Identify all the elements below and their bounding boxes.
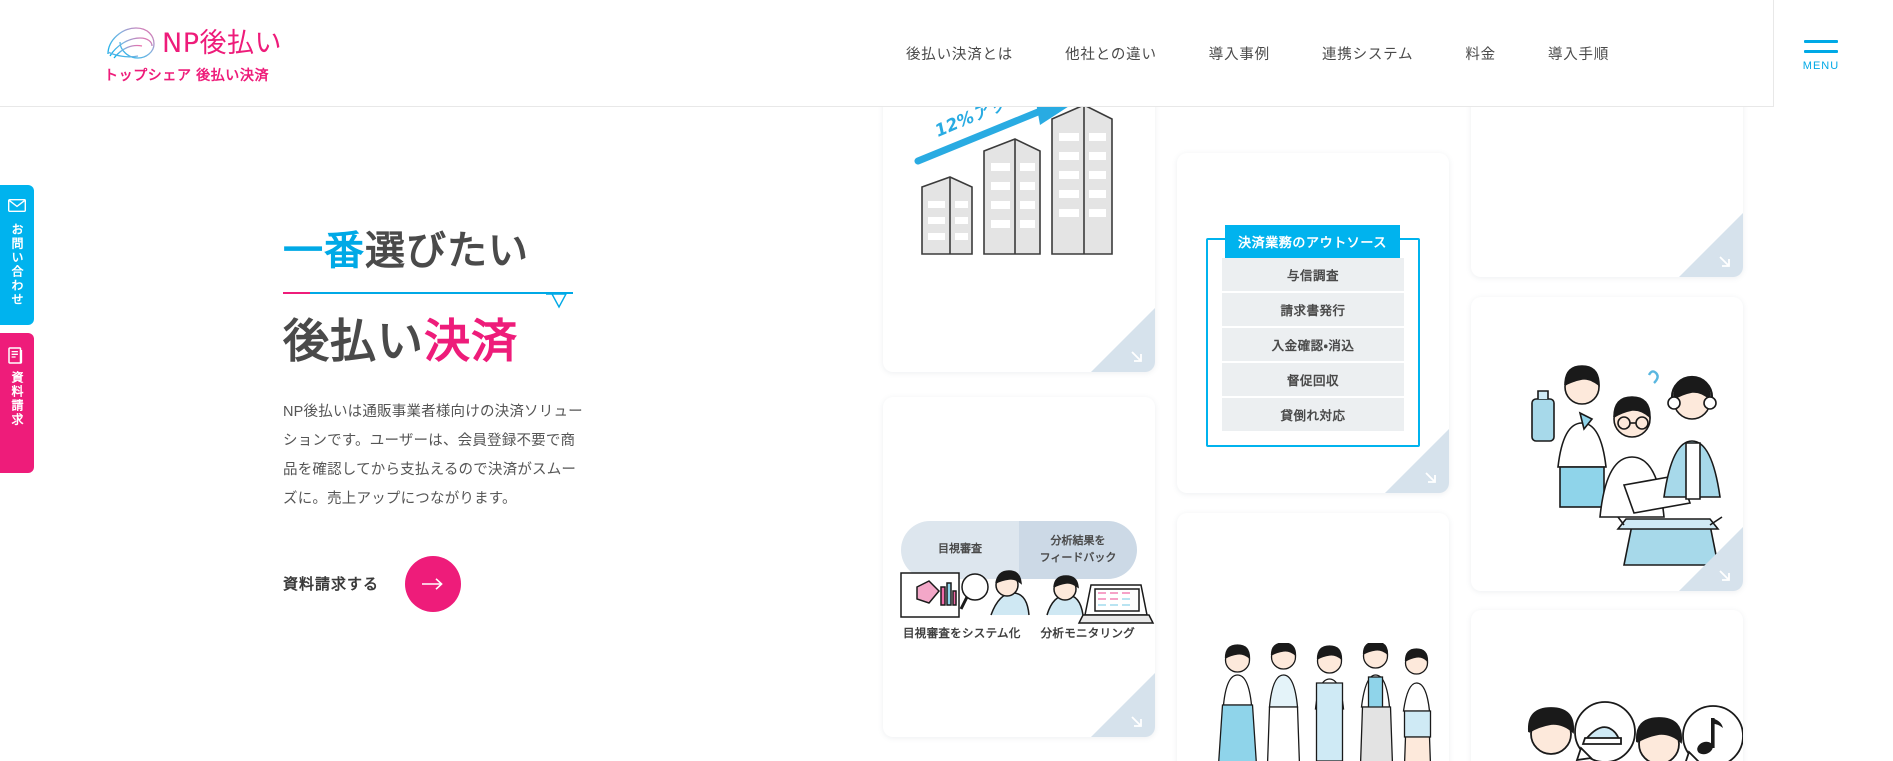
- bubble-visual-check: 目視審査: [901, 521, 1019, 579]
- outsource-item-baddebt: 貸倒れ対応: [1222, 398, 1404, 431]
- hero-headline-accent-cyan: 一番: [283, 229, 365, 273]
- hero-cta-label: 資料請求する: [283, 576, 380, 594]
- side-tab-document-request[interactable]: 資料請求: [0, 333, 34, 473]
- header-divider: [0, 106, 1773, 107]
- hero-cta-button[interactable]: 資料請求する: [283, 555, 483, 612]
- logo-wordmark: NP後払い: [162, 28, 282, 59]
- outsource-list: 与信調査 請求書発行 入金確認・消込 督促回収 貸倒れ対応: [1206, 238, 1420, 447]
- hero-headline-accent-pink: 決済: [424, 315, 518, 367]
- outsource-item-credit: 与信調査: [1222, 258, 1404, 291]
- woman-magnifier-man-laptop-illustration: [900, 570, 1155, 624]
- bubble-feedback-line2: フィードバック: [1039, 552, 1117, 564]
- hero-description: NP後払いは通販事業者様向けの決済ソリューションです。ユーザーは、会員登録不要で…: [283, 403, 583, 507]
- outsource-item-payment: 入金確認・消込: [1222, 328, 1404, 361]
- header-vertical-divider: [1773, 0, 1774, 107]
- caption-visual-check: 目視審査をシステム化: [902, 628, 1021, 640]
- card-screening[interactable]: 目視審査 分析結果を フィードバック: [883, 397, 1155, 737]
- hero-section: 一番選びたい 後払い決済 NP後払いは通販事業者様向けの決済ソリューションです。…: [0, 107, 860, 761]
- site-logo[interactable]: NP後払い トップシェア 後払い決済: [104, 20, 314, 86]
- two-people-thought-bubbles-shoe-music-illustration: [1528, 701, 1743, 761]
- arrow-down-right-icon: [1385, 429, 1449, 493]
- hamburger-icon: [1804, 40, 1838, 53]
- nav-item-systems[interactable]: 連携システム: [1321, 47, 1414, 63]
- side-tab-document-label: 資料請求: [10, 371, 24, 427]
- side-tab-contact-label: お問い合わせ: [10, 223, 24, 307]
- outsource-title: 決済業務のアウトソース: [1225, 225, 1400, 258]
- card-outsource[interactable]: 決済業務のアウトソース 与信調査 請求書発行 入金確認・消込 督促回収 貸倒れ対…: [1177, 153, 1449, 493]
- card-growth[interactable]: 12%アップ: [883, 87, 1155, 372]
- nav-item-pricing[interactable]: 料金: [1465, 47, 1496, 63]
- document-icon: [8, 347, 26, 364]
- swirl-logo-icon: [104, 24, 160, 62]
- speech-bubble-group: 目視審査 分析結果を フィードバック: [901, 521, 1137, 581]
- nav-item-steps[interactable]: 導入手順: [1547, 47, 1610, 63]
- screening-captions: 目視審査をシステム化 分析モニタリング: [893, 625, 1145, 641]
- menu-button[interactable]: MENU: [1790, 40, 1852, 72]
- bubble-feedback-line1: 分析結果を: [1050, 534, 1106, 547]
- hero-headline-line1: 一番選びたい: [283, 227, 603, 275]
- hero-divider: [283, 285, 573, 309]
- bubble-feedback: 分析結果を フィードバック: [1019, 521, 1137, 579]
- card-warehouse[interactable]: [1471, 297, 1743, 591]
- hero-headline-line2: 後払い決済: [283, 315, 603, 368]
- three-buildings-growth-arrow-illustration: 12%アップ: [914, 89, 1113, 255]
- arrow-down-right-icon: [1091, 308, 1155, 372]
- arrow-down-right-icon: [1679, 213, 1743, 277]
- side-tab-group: お問い合わせ 資料請求: [0, 185, 34, 473]
- nav-item-compare[interactable]: 他社との違い: [1065, 47, 1157, 63]
- three-people-packing-box-illustration: [1531, 365, 1723, 566]
- hero-card-grid: 12%アップ 決済業務のアウトソース 与信調査 請求書発行 入金確認・消込 督促…: [880, 47, 1893, 761]
- hero-headline-line1-rest: 選びたい: [365, 229, 529, 273]
- menu-button-label: MENU: [1802, 60, 1840, 72]
- outsource-module: 決済業務のアウトソース 与信調査 請求書発行 入金確認・消込 督促回収 貸倒れ対…: [1206, 225, 1420, 447]
- divider-notch-icon: [546, 293, 568, 309]
- arrow-down-right-icon: [1679, 527, 1743, 591]
- side-tab-contact[interactable]: お問い合わせ: [0, 185, 34, 325]
- nav-item-about[interactable]: 後払い決済とは: [906, 47, 1014, 63]
- arrow-right-icon: [405, 555, 462, 612]
- site-header: NP後払い トップシェア 後払い決済 後払い決済とは 他社との違い 導入事例 連…: [0, 0, 1893, 107]
- outsource-item-dunning: 督促回収: [1222, 363, 1404, 396]
- card-people-row[interactable]: [1177, 513, 1449, 761]
- arrow-down-right-icon: [1091, 673, 1155, 737]
- caption-monitoring: 分析モニタリング: [1040, 628, 1136, 640]
- logo-tagline: トップシェア 後払い決済: [104, 67, 270, 83]
- main-navigation: 後払い決済とは 他社との違い 導入事例 連携システム 料金 導入手順: [880, 0, 1635, 107]
- six-people-standing-illustration: [1218, 643, 1432, 761]
- card-shoppers[interactable]: [1471, 610, 1743, 761]
- mail-icon: [7, 198, 27, 215]
- outsource-item-invoice: 請求書発行: [1222, 293, 1404, 326]
- nav-item-cases[interactable]: 導入事例: [1208, 47, 1270, 63]
- hero-headline-line2-dark: 後払い: [283, 315, 424, 367]
